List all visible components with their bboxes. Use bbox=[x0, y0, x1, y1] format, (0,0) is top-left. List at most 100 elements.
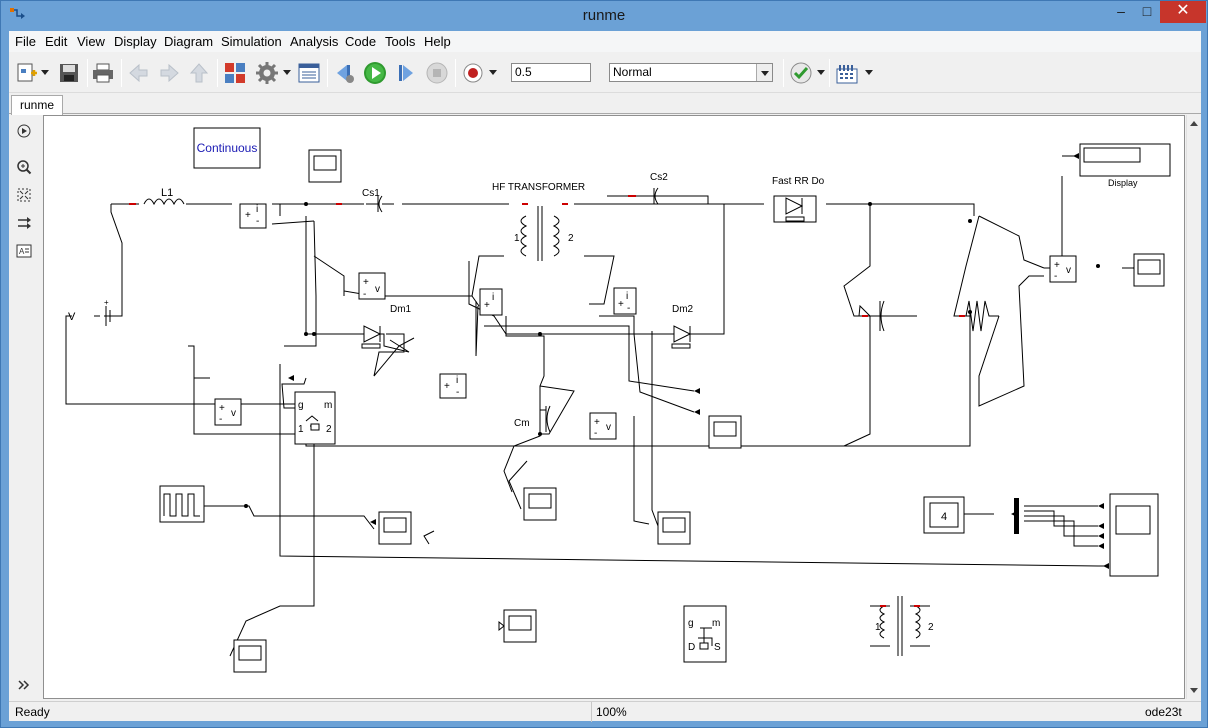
build-model-icon[interactable] bbox=[835, 61, 859, 85]
fast-diode-label: Fast RR Do bbox=[772, 176, 825, 187]
menu-help[interactable]: Help bbox=[424, 34, 451, 49]
current-measurement-mid[interactable]: + i bbox=[479, 288, 503, 316]
fit-to-view-icon[interactable] bbox=[16, 187, 32, 203]
scope-block-bottom-left[interactable] bbox=[233, 639, 267, 673]
record-icon[interactable] bbox=[461, 61, 485, 85]
diode-Dm2[interactable]: Dm2 bbox=[671, 304, 694, 349]
back-arrow-icon[interactable] bbox=[127, 61, 151, 85]
capacitor-Cm[interactable]: Cm bbox=[514, 405, 551, 433]
hide-show-explorer-icon[interactable] bbox=[16, 123, 32, 139]
collapse-palette-icon[interactable] bbox=[16, 677, 32, 693]
simulation-mode-select[interactable]: Normal bbox=[609, 63, 773, 82]
current-measurement-lower[interactable]: + i - bbox=[439, 373, 467, 399]
voltage-measurement-left[interactable]: + v - bbox=[214, 398, 242, 426]
menu-file[interactable]: File bbox=[15, 34, 36, 49]
diode-Dm1[interactable]: Dm1 bbox=[361, 304, 412, 349]
dc-voltage-source[interactable]: V + bbox=[68, 298, 116, 326]
model-canvas[interactable]: Continuous V + L1 + i - bbox=[43, 115, 1185, 699]
mux-block[interactable] bbox=[1014, 498, 1019, 534]
zoom-icon[interactable] bbox=[16, 159, 32, 175]
cm-lower-minus: - bbox=[456, 387, 459, 398]
config-dropdown-icon[interactable] bbox=[283, 70, 291, 75]
menu-edit[interactable]: Edit bbox=[45, 34, 68, 49]
scope-block-output[interactable] bbox=[1133, 253, 1165, 287]
scope-block-mid-right[interactable] bbox=[708, 415, 742, 449]
current-meter-plus: + bbox=[245, 210, 251, 221]
inductor-L1[interactable]: L1 bbox=[129, 187, 185, 206]
vertical-scrollbar[interactable] bbox=[1186, 115, 1201, 699]
menu-analysis[interactable]: Analysis bbox=[290, 34, 339, 49]
save-icon[interactable] bbox=[57, 61, 81, 85]
scroll-down-icon[interactable] bbox=[1190, 688, 1198, 693]
model-config-gear-icon[interactable] bbox=[255, 61, 279, 85]
new-model-dropdown-icon[interactable] bbox=[41, 70, 49, 75]
annotation-icon[interactable]: A bbox=[16, 243, 32, 259]
block-diagram[interactable]: Continuous V + L1 + i - bbox=[44, 116, 1185, 699]
vm-top-minus: - bbox=[363, 289, 366, 300]
scope-block-bottom-mid[interactable] bbox=[498, 609, 537, 643]
linear-winding-1: 1 bbox=[875, 622, 881, 633]
menu-diagram[interactable]: Diagram bbox=[164, 34, 214, 49]
scope-block-mux[interactable] bbox=[1109, 493, 1159, 577]
constant-block[interactable]: 4 bbox=[923, 496, 965, 534]
model-explorer-icon[interactable] bbox=[297, 61, 321, 85]
new-model-icon[interactable] bbox=[15, 61, 39, 85]
cm-right-plus: + bbox=[618, 299, 624, 310]
capacitor-Cs1[interactable]: Cs1 bbox=[336, 188, 394, 213]
close-button[interactable]: ✕ bbox=[1160, 1, 1206, 23]
stop-icon[interactable] bbox=[425, 61, 449, 85]
record-dropdown-icon[interactable] bbox=[489, 70, 497, 75]
minimize-button[interactable]: – bbox=[1117, 3, 1125, 19]
display-block[interactable]: Display bbox=[1079, 143, 1171, 188]
ideal-switch-block[interactable]: g m 1 2 bbox=[294, 391, 336, 445]
scope-block-pulse[interactable] bbox=[378, 511, 412, 545]
linear-transformer-block[interactable]: 1 2 bbox=[870, 596, 934, 656]
linear-winding-2: 2 bbox=[928, 622, 934, 633]
library-browser-icon[interactable] bbox=[223, 61, 247, 85]
menu-bar: File Edit View Display Diagram Simulatio… bbox=[9, 31, 1201, 52]
mosfet-block[interactable]: g m D S bbox=[683, 605, 727, 663]
forward-arrow-icon[interactable] bbox=[157, 61, 181, 85]
step-back-icon[interactable] bbox=[333, 61, 357, 85]
menu-view[interactable]: View bbox=[77, 34, 105, 49]
hf-transformer-block[interactable]: HF TRANSFORMER 1 2 bbox=[492, 182, 585, 261]
fast-recovery-diode[interactable]: Fast RR Do bbox=[772, 176, 825, 223]
scope-block-cm[interactable] bbox=[523, 487, 557, 521]
output-capacitor[interactable] bbox=[859, 300, 900, 332]
cm-lower-i: i bbox=[456, 375, 458, 386]
powergui-block[interactable]: Continuous bbox=[193, 127, 261, 169]
scroll-up-icon[interactable] bbox=[1190, 121, 1198, 126]
tab-strip: runme bbox=[9, 94, 1201, 115]
scope-block-lower-mid[interactable] bbox=[657, 511, 691, 545]
voltage-measurement-output[interactable]: + v - bbox=[1049, 255, 1077, 283]
menu-simulation[interactable]: Simulation bbox=[221, 34, 282, 49]
voltage-measurement-cm[interactable]: + v - bbox=[589, 412, 617, 440]
pulse-generator-block[interactable] bbox=[159, 485, 205, 523]
menu-display[interactable]: Display bbox=[114, 34, 157, 49]
toolbar-separator bbox=[783, 59, 784, 87]
capacitor-Cs2[interactable]: Cs2 bbox=[624, 172, 694, 205]
scope-block-top[interactable] bbox=[308, 149, 342, 183]
tab-runme[interactable]: runme bbox=[11, 95, 63, 115]
run-icon[interactable] bbox=[363, 61, 387, 85]
hf-transformer-label: HF TRANSFORMER bbox=[492, 182, 585, 193]
advisor-dropdown-icon[interactable] bbox=[817, 70, 825, 75]
simulation-mode-value: Normal bbox=[613, 65, 652, 79]
voltage-measurement-top[interactable]: + v - bbox=[358, 272, 386, 300]
route-lines-icon[interactable] bbox=[16, 215, 32, 231]
step-forward-icon[interactable] bbox=[393, 61, 417, 85]
maximize-button[interactable]: □ bbox=[1142, 3, 1152, 19]
menu-tools[interactable]: Tools bbox=[385, 34, 416, 49]
diode-dm1-label: Dm1 bbox=[390, 304, 412, 315]
up-arrow-icon[interactable] bbox=[187, 61, 211, 85]
model-advisor-check-icon[interactable] bbox=[789, 61, 813, 85]
current-measurement-right[interactable]: + i - bbox=[613, 287, 637, 315]
current-measurement-block[interactable]: + i - bbox=[239, 203, 267, 229]
menu-code[interactable]: Code bbox=[345, 34, 377, 49]
capacitor-cm-label: Cm bbox=[514, 418, 530, 429]
chevron-down-icon[interactable] bbox=[756, 64, 772, 81]
stop-time-input[interactable]: 0.5 bbox=[511, 63, 591, 82]
print-icon[interactable] bbox=[91, 61, 115, 85]
build-dropdown-icon[interactable] bbox=[865, 70, 873, 75]
load-resistor[interactable] bbox=[956, 300, 999, 332]
